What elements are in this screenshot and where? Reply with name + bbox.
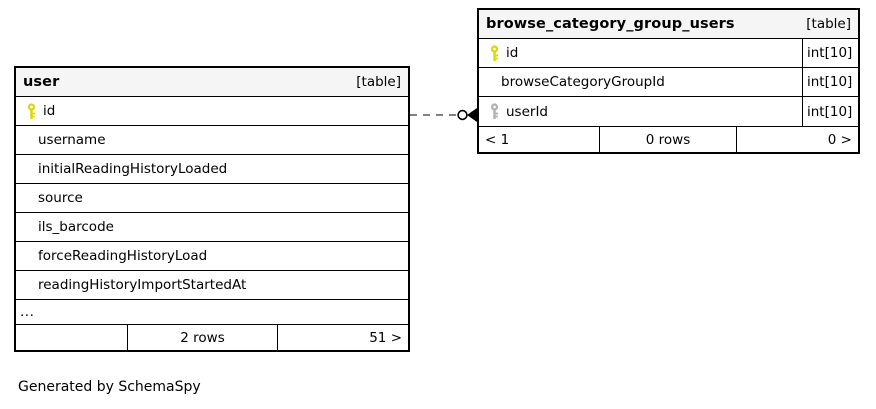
table-row[interactable]: ils_barcode	[16, 213, 408, 242]
column-name: forceReadingHistoryLoad	[38, 248, 208, 264]
table-row[interactable]: username	[16, 126, 408, 155]
table-row[interactable]: id int[10]	[479, 39, 858, 68]
key-icon-primary	[484, 39, 504, 67]
row-count-label: 0 rows	[599, 127, 736, 152]
column-name: source	[38, 190, 83, 206]
table-row[interactable]: browseCategoryGroupId int[10]	[479, 68, 858, 97]
table-row[interactable]: source	[16, 184, 408, 213]
column-name: username	[38, 132, 106, 148]
column-name: ils_barcode	[38, 219, 114, 235]
column-cell: id	[479, 39, 802, 67]
column-name: userId	[506, 103, 548, 120]
table-columns-user: id username initialReadingHistoryLoaded …	[16, 97, 408, 324]
column-cell: forceReadingHistoryLoad	[16, 242, 408, 270]
row-count-label: 2 rows	[127, 325, 277, 350]
column-cell: id	[16, 97, 408, 125]
table-footer-browse-category-group-users: < 1 0 rows 0 >	[479, 126, 858, 152]
column-cell: username	[16, 126, 408, 154]
column-cell: ils_barcode	[16, 213, 408, 241]
column-cell: browseCategoryGroupId	[479, 68, 802, 96]
table-title: user	[23, 74, 60, 90]
column-cell: readingHistoryImportStartedAt	[16, 271, 408, 299]
column-type: int[10]	[802, 68, 858, 96]
column-cell: source	[16, 184, 408, 212]
more-columns-row: ...	[16, 300, 408, 324]
table-row[interactable]: id	[16, 97, 408, 126]
column-name: readingHistoryImportStartedAt	[38, 277, 247, 293]
relationship-user-id-to-browse-category-group-users-userid[interactable]	[410, 100, 480, 130]
column-name: id	[43, 103, 56, 119]
table-title: browse_category_group_users	[486, 16, 735, 32]
generated-by-label: Generated by SchemaSpy	[18, 379, 201, 395]
column-name: initialReadingHistoryLoaded	[38, 161, 228, 177]
key-icon-foreign	[484, 97, 504, 126]
more-columns-indicator: ...	[20, 304, 35, 320]
column-type: int[10]	[802, 39, 858, 67]
table-kind-label: [table]	[806, 16, 851, 32]
key-icon-primary	[21, 97, 41, 125]
prev-parents-link[interactable]	[16, 325, 127, 350]
column-name: browseCategoryGroupId	[501, 74, 665, 90]
table-kind-label: [table]	[356, 74, 401, 90]
table-header-user: user [table]	[16, 68, 408, 97]
table-footer-user: 2 rows 51 >	[16, 324, 408, 350]
column-cell: userId	[479, 97, 802, 126]
column-name: id	[506, 45, 519, 61]
table-row[interactable]: forceReadingHistoryLoad	[16, 242, 408, 271]
er-table-user[interactable]: user [table] id username	[14, 66, 410, 352]
er-table-browse-category-group-users[interactable]: browse_category_group_users [table] id i…	[477, 8, 860, 154]
table-row[interactable]: readingHistoryImportStartedAt	[16, 271, 408, 300]
prev-parents-link[interactable]: < 1	[485, 131, 510, 148]
column-type: int[10]	[802, 97, 858, 126]
next-children-link[interactable]: 0 >	[736, 127, 858, 152]
column-cell: initialReadingHistoryLoaded	[16, 155, 408, 183]
table-header-browse-category-group-users: browse_category_group_users [table]	[479, 10, 858, 39]
table-row[interactable]: userId int[10]	[479, 97, 858, 126]
table-columns-browse-category-group-users: id int[10] browseCategoryGroupId int[10]	[479, 39, 858, 126]
relationship-circle-marker	[457, 109, 468, 121]
next-children-link[interactable]: 51 >	[277, 325, 408, 350]
relationship-crowsfoot-marker	[467, 108, 477, 122]
table-row[interactable]: initialReadingHistoryLoaded	[16, 155, 408, 184]
